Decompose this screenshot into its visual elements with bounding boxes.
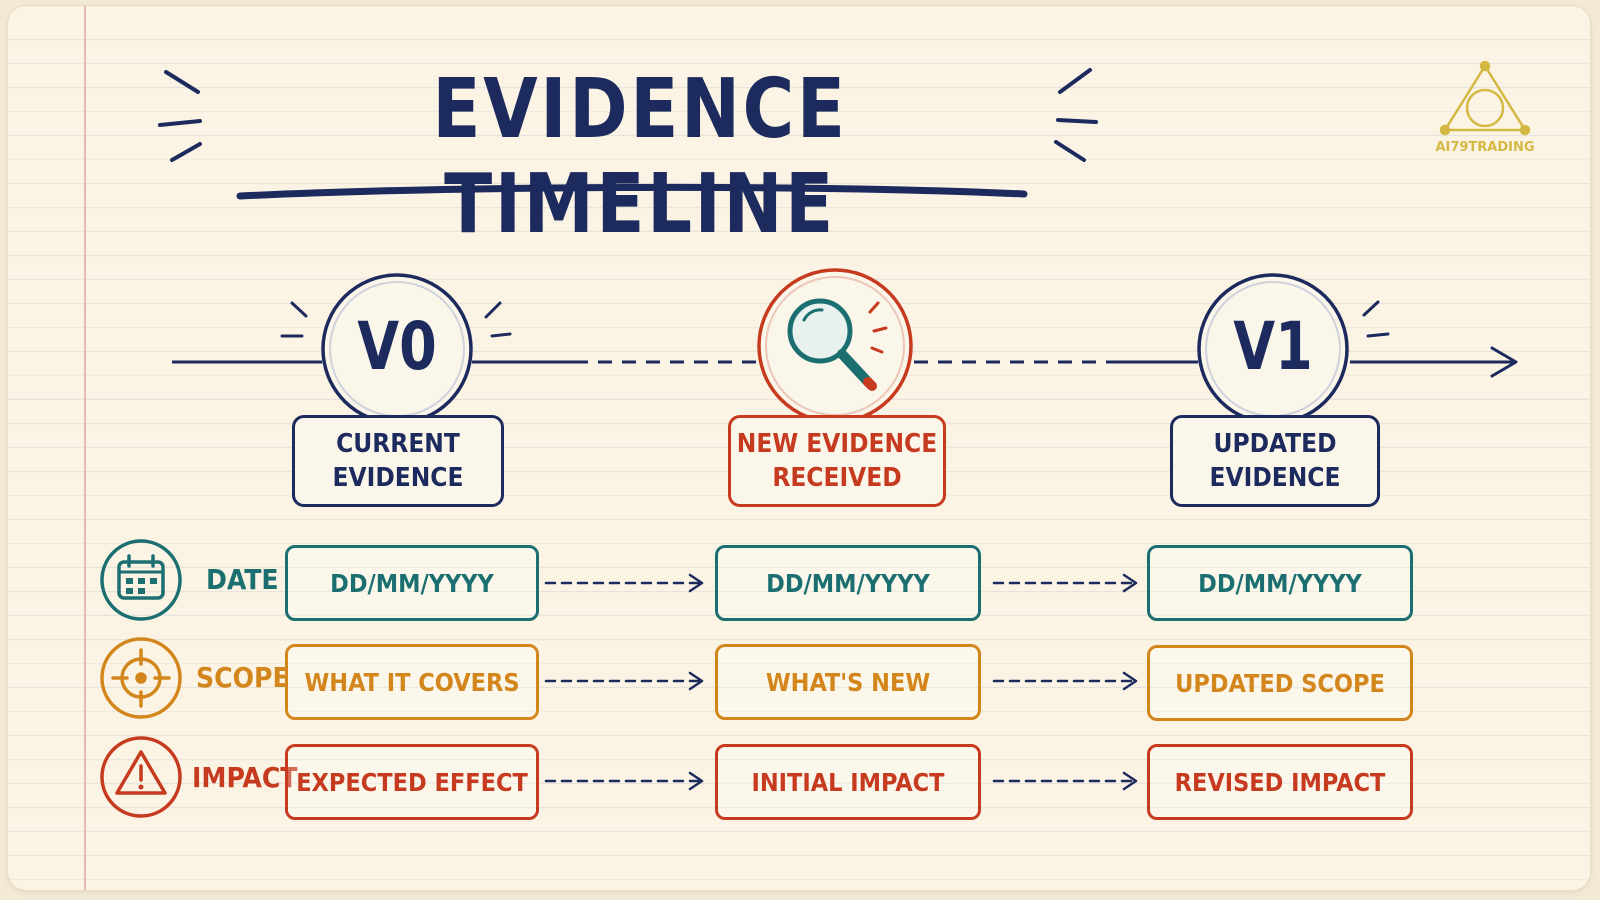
impact-cell-v0: EXPECTED EFFECT (285, 744, 539, 820)
new-evidence-box: NEW EVIDENCE RECEIVED (728, 415, 946, 507)
impact-cell-v1: REVISED IMPACT (1147, 744, 1413, 820)
scope-cell-v1: UPDATED SCOPE (1147, 645, 1413, 721)
target-icon (100, 637, 182, 719)
row-label-impact: IMPACT (192, 761, 298, 794)
timeline-axis (172, 346, 1518, 378)
date-arrow-2 (992, 573, 1138, 593)
date-cell-new: DD/MM/YYYY (715, 545, 981, 621)
v1-label: V1 (1233, 308, 1313, 385)
scope-arrow-2 (992, 671, 1138, 691)
v0-accent-strokes (280, 301, 512, 338)
magnifier-icon (787, 298, 877, 391)
margin-line (84, 6, 86, 890)
impact-arrow-2 (992, 771, 1138, 791)
date-arrow-1 (544, 573, 704, 593)
date-cell-v1: DD/MM/YYYY (1147, 545, 1413, 621)
title-underline (236, 183, 1028, 200)
impact-cell-new: INITIAL IMPACT (715, 744, 981, 820)
scope-arrow-1 (544, 671, 704, 691)
impact-arrow-1 (544, 771, 704, 791)
row-label-scope: SCOPE (196, 661, 290, 694)
title-burst-right (1054, 68, 1098, 162)
updated-evidence-box: UPDATED EVIDENCE (1170, 415, 1380, 507)
calendar-icon (100, 539, 182, 621)
current-evidence-box: CURRENT EVIDENCE (292, 415, 504, 507)
date-cell-v0: DD/MM/YYYY (285, 545, 539, 621)
warning-icon (100, 736, 182, 818)
scope-cell-new: WHAT'S NEW (715, 644, 981, 720)
page-title: EVIDENCE TIMELINE (432, 62, 848, 252)
v1-accent-strokes (1362, 300, 1390, 338)
v0-label: V0 (357, 308, 437, 385)
logo-text: AI79TRADING (1435, 140, 1535, 155)
title-burst-left (158, 70, 202, 162)
magnifier-accent-strokes (868, 301, 888, 354)
logo-mark (1439, 60, 1531, 136)
row-arrows (544, 573, 1138, 791)
scope-cell-v0: WHAT IT COVERS (285, 644, 539, 720)
row-label-date: DATE (206, 563, 279, 596)
